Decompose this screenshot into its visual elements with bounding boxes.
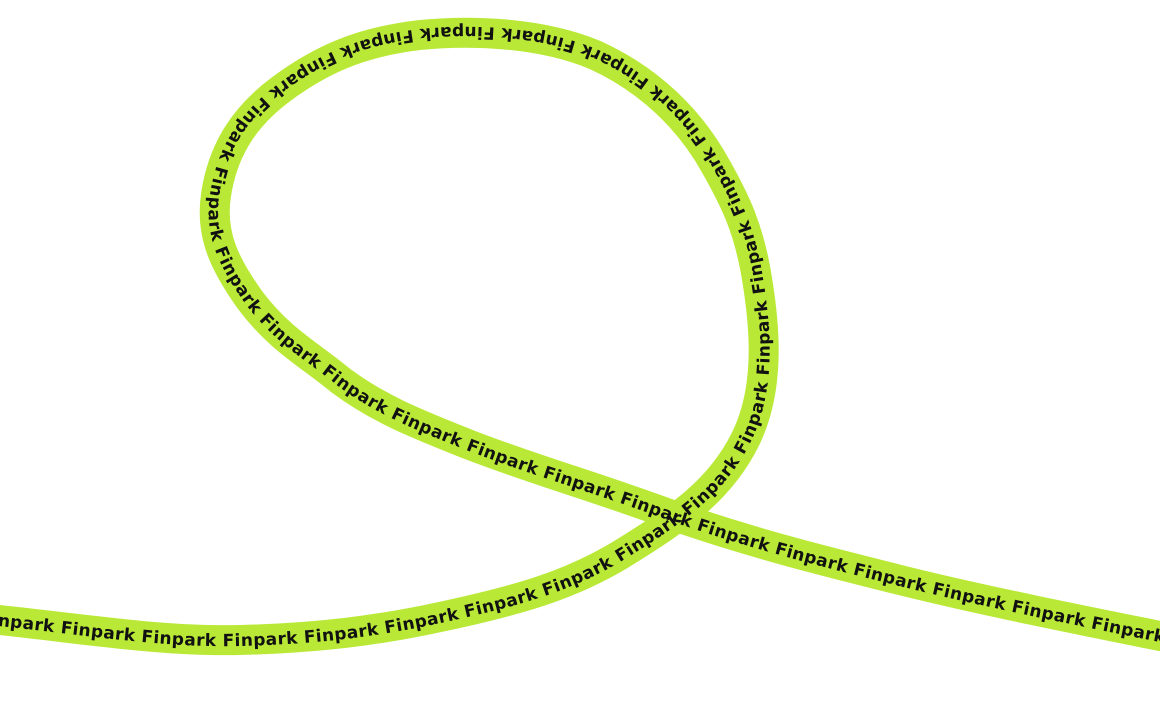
ribbon-text: Finpark Finpark Finpark Finpark Finpark … bbox=[0, 0, 1160, 651]
ribbon-repeated-label: Finpark Finpark Finpark Finpark Finpark … bbox=[0, 0, 1160, 651]
ribbon-band bbox=[0, 33, 1160, 640]
